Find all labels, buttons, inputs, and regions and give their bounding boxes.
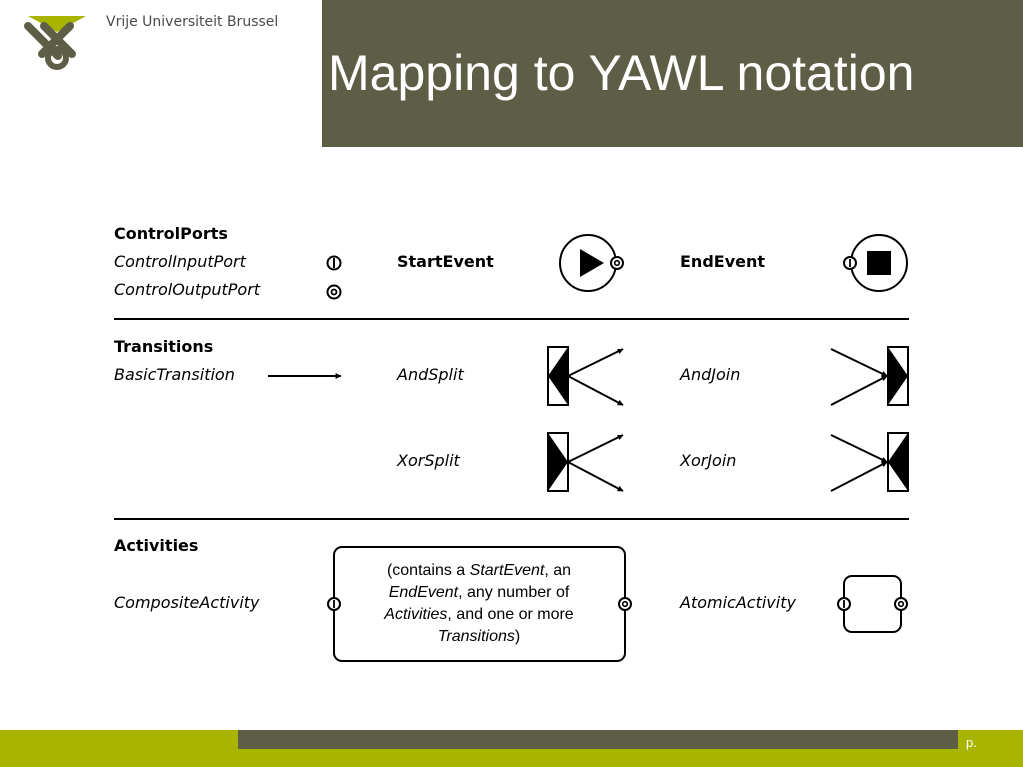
vub-logo-icon [24,16,86,70]
composite-activity-description: (contains a StartEvent, an EndEvent, any… [384,562,574,645]
section-divider [114,518,909,520]
title-banner [322,0,1023,147]
and-split-label: AndSplit [397,365,464,384]
and-split-icon [547,346,624,406]
xor-join-label: XorJoin [680,451,737,470]
page-title: Mapping to YAWL notation [328,45,915,101]
xor-split-label: XorSplit [397,451,460,470]
end-event-label: EndEvent [680,252,766,271]
end-event-icon [843,234,908,292]
and-join-label: AndJoin [680,365,741,384]
control-output-port-label: ControlOutputPort [114,280,261,299]
atomic-activity-label: AtomicActivity [680,593,796,612]
activities-heading: Activities [114,536,199,555]
control-input-port-label: ControlInputPort [114,252,246,271]
atomic-activity-icon [837,575,908,633]
xor-split-icon [547,432,624,492]
section-divider [114,318,909,320]
composite-activity-icon [327,546,632,662]
page-number: p. [966,735,977,750]
basic-transition-label: BasicTransition [114,365,235,384]
control-input-port-icon [326,255,342,271]
transitions-heading: Transitions [114,337,214,356]
start-event-icon [559,234,624,292]
and-join-icon [830,346,909,406]
composite-activity-label: CompositeActivity [114,593,260,612]
xor-join-icon [830,432,909,492]
control-ports-heading: ControlPorts [114,224,228,243]
start-event-label: StartEvent [397,252,494,271]
university-name: Vrije Universiteit Brussel [106,14,279,30]
footer-stripe [238,730,958,749]
control-output-port-icon [326,284,342,300]
